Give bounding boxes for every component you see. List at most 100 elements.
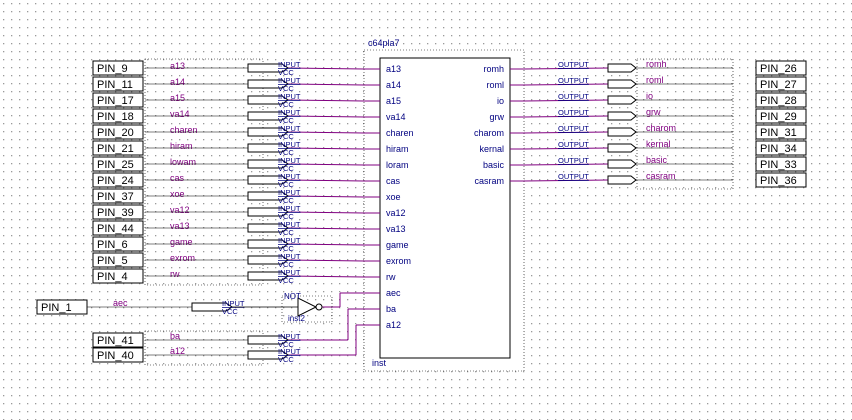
vcc-label: VCC	[278, 260, 294, 269]
pin-cas[interactable]: PIN_24	[92, 172, 144, 188]
output-buffer-shape	[607, 111, 637, 121]
component-input-hiram: hiram	[386, 144, 409, 154]
output-tag: OUTPUT	[558, 76, 589, 85]
wire-cas	[287, 179, 365, 182]
signal-label-lowam: lowam	[170, 157, 196, 167]
pin-va12[interactable]: PIN_39	[92, 204, 144, 220]
input-tag: INPUT	[278, 108, 301, 117]
output-buffer-symbol: OUTPUT	[558, 92, 637, 105]
signal-label-a15: a15	[170, 93, 185, 103]
component-input-game: game	[386, 240, 409, 250]
input-tag: INPUT	[278, 332, 301, 341]
pin-box	[755, 140, 807, 156]
pin-romh[interactable]: PIN_26	[755, 60, 807, 76]
component-c64pla7[interactable]: c64pla7 inst a13a14a15va14charenhiramlor…	[363, 38, 525, 372]
pin-exrom[interactable]: PIN_5	[92, 252, 144, 268]
wire-casram	[523, 179, 609, 182]
signal-label-romh: romh	[646, 59, 667, 69]
pin-label: PIN_37	[97, 191, 134, 203]
not-gate-instance: inst2	[288, 314, 305, 323]
pin-a12[interactable]: PIN_40	[92, 347, 144, 363]
output-buffer-symbol: OUTPUT	[558, 156, 637, 169]
pin-a14[interactable]: PIN_11	[92, 76, 144, 92]
output-buffer-symbol: OUTPUT	[558, 124, 637, 137]
component-input-a14: a14	[386, 80, 401, 90]
signal-label-game: game	[170, 237, 193, 247]
input-buffer-shape	[247, 191, 289, 201]
pin-lowam[interactable]: PIN_25	[92, 156, 144, 172]
input-buffer-shape	[247, 239, 289, 249]
input-buffer-shape	[247, 350, 289, 360]
signal-label-cas: cas	[170, 173, 185, 183]
component-output-io: io	[497, 96, 504, 106]
wire-va14	[287, 115, 365, 118]
pin-casram[interactable]: PIN_36	[755, 172, 807, 188]
vcc-label: VCC	[278, 68, 294, 77]
component-input-va12: va12	[386, 208, 406, 218]
output-tag: OUTPUT	[558, 92, 589, 101]
pin-rw[interactable]: PIN_4	[92, 268, 144, 284]
pin-box	[755, 92, 807, 108]
pin-kernal[interactable]: PIN_34	[755, 140, 807, 156]
component-input-charen: charen	[386, 128, 414, 138]
pin-box	[92, 60, 144, 76]
pin-label: PIN_40	[97, 350, 134, 362]
pin-box	[92, 124, 144, 140]
not-gate-symbol[interactable]	[297, 297, 318, 317]
component-input-ports: a13a14a15va14charenhiramloramcasxoeva12v…	[364, 64, 414, 330]
pin-va14[interactable]: PIN_18	[92, 108, 144, 124]
component-input-va13: va13	[386, 224, 406, 234]
pin-xoe[interactable]: PIN_37	[92, 188, 144, 204]
output-buffer-shape	[607, 127, 637, 137]
pin-charen[interactable]: PIN_20	[92, 124, 144, 140]
signal-label-grw: grw	[646, 107, 661, 117]
component-body	[379, 57, 511, 359]
component-input-a12: a12	[386, 320, 401, 330]
input-tag: INPUT	[222, 299, 245, 308]
pin-hiram[interactable]: PIN_21	[92, 140, 144, 156]
pin-a13[interactable]: PIN_9	[92, 60, 144, 76]
pin-aec[interactable]: PIN_1	[36, 299, 88, 315]
pin-box	[755, 108, 807, 124]
input-tag: INPUT	[278, 252, 301, 261]
pin-label: PIN_28	[760, 95, 797, 107]
pin-label: PIN_17	[97, 95, 134, 107]
pin-grw[interactable]: PIN_29	[755, 108, 807, 124]
vcc-label: VCC	[278, 244, 294, 253]
vcc-label: VCC	[278, 212, 294, 221]
pin-box	[92, 156, 144, 172]
pin-va13[interactable]: PIN_44	[92, 220, 144, 236]
pin-label: PIN_4	[97, 271, 128, 283]
input-tag: INPUT	[278, 347, 301, 356]
pin-ba[interactable]: PIN_41	[92, 332, 144, 348]
component-input-xoe: xoe	[386, 192, 401, 202]
input-tag: INPUT	[278, 236, 301, 245]
pin-charom[interactable]: PIN_31	[755, 124, 807, 140]
pin-game[interactable]: PIN_6	[92, 236, 144, 252]
pin-roml[interactable]: PIN_27	[755, 76, 807, 92]
wire-charen	[287, 131, 365, 134]
signal-label-exrom: exrom	[170, 253, 195, 263]
wire-a13	[287, 67, 365, 70]
wire-xoe	[287, 195, 365, 198]
pin-box	[92, 92, 144, 108]
pin-io[interactable]: PIN_28	[755, 92, 807, 108]
pin-a15[interactable]: PIN_17	[92, 92, 144, 108]
input-buffer-shape	[247, 143, 289, 153]
pin-basic[interactable]: PIN_33	[755, 156, 807, 172]
output-buffer-shape	[607, 95, 637, 105]
pin-label: PIN_20	[97, 127, 134, 139]
wire-lowam	[287, 163, 365, 166]
output-buffer-symbol: OUTPUT	[558, 76, 637, 89]
not-gate-title: NOT	[284, 292, 301, 301]
vcc-label: VCC	[222, 307, 238, 316]
input-buffer-shape	[247, 159, 289, 169]
input-tag: INPUT	[278, 92, 301, 101]
pin-label: PIN_27	[760, 79, 797, 91]
